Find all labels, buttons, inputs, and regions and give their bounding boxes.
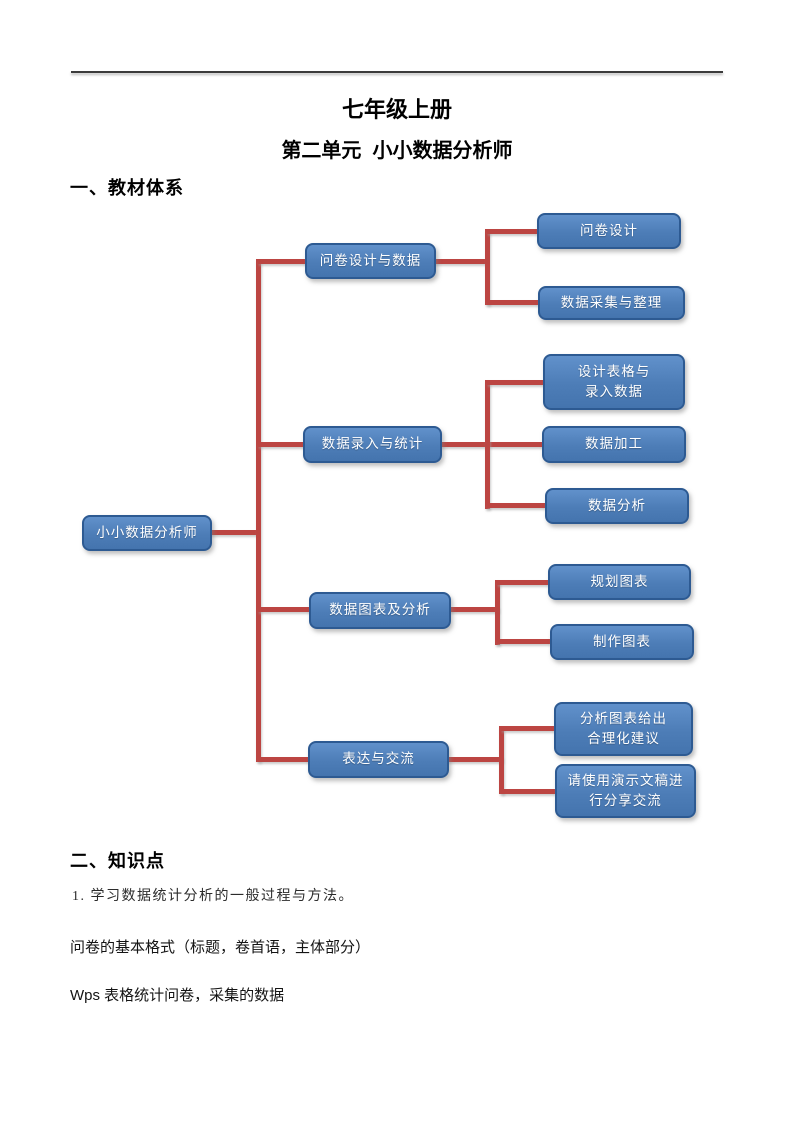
diagram-node-branch-1-child-1: 问卷设计 (537, 213, 681, 249)
diagram-node-branch-3: 数据图表及分析 (309, 592, 451, 629)
connector-branch-1-child-1 (487, 229, 537, 234)
diagram-node-branch-2-child-1: 设计表格与 录入数据 (543, 354, 685, 410)
connector-branch-4-child-2 (501, 789, 555, 794)
connector-branch-1-child-2 (487, 300, 538, 305)
diagram-node-root: 小小数据分析师 (82, 515, 212, 551)
diagram-node-branch-3-child-2: 制作图表 (550, 624, 694, 660)
connector-branch-2-spine (485, 380, 490, 509)
section-heading-textbook-system: 一、教材体系 (70, 178, 184, 198)
diagram-node-branch-4-child-2: 请使用演示文稿进 行分享交流 (555, 764, 696, 818)
diagram-node-branch-2-child-2: 数据加工 (542, 426, 686, 463)
diagram-node-branch-2: 数据录入与统计 (303, 426, 442, 463)
connector-branch-1-out (434, 259, 487, 264)
connector-root-to-trunk (208, 530, 258, 535)
diagram-node-branch-2-child-3: 数据分析 (545, 488, 689, 524)
connector-branch-3-out (449, 607, 499, 612)
page-title: 七年级上册 (341, 97, 452, 122)
knowledge-point-1: 1. 学习数据统计分析的一般过程与方法。 (72, 889, 354, 904)
connector-branch-3-child-2 (497, 639, 550, 644)
diagram-node-branch-4-child-1: 分析图表给出 合理化建议 (554, 702, 693, 756)
connector-branch-2-child-3 (487, 503, 545, 508)
connector-branch-4-child-1 (501, 726, 554, 731)
page-subtitle: 第二单元 小小数据分析师 (281, 140, 513, 162)
connector-trunk-to-branch-4 (258, 757, 310, 762)
connector-trunk-to-branch-2 (258, 442, 306, 447)
connector-branch-3-spine (495, 580, 500, 645)
connector-branch-4-out (447, 757, 503, 762)
connector-trunk (256, 259, 261, 762)
connector-branch-2-out (440, 442, 544, 447)
connector-branch-1-spine (485, 229, 490, 305)
knowledge-point-3: Wps 表格统计问卷，采集的数据 (70, 987, 285, 1004)
section-heading-knowledge-points: 二、知识点 (70, 851, 165, 871)
connector-trunk-to-branch-1 (258, 259, 307, 264)
knowledge-point-2: 问卷的基本格式（标题，卷首语，主体部分） (70, 939, 371, 956)
diagram-node-branch-3-child-1: 规划图表 (548, 564, 691, 600)
connector-branch-3-child-1 (497, 580, 548, 585)
connector-branch-4-spine (499, 726, 504, 794)
connector-branch-2-child-1 (487, 380, 543, 385)
connector-trunk-to-branch-3 (258, 607, 311, 612)
diagram-node-branch-4: 表达与交流 (308, 741, 449, 778)
header-rule (71, 71, 723, 73)
diagram-node-branch-1: 问卷设计与数据 (305, 243, 436, 279)
diagram-node-branch-1-child-2: 数据采集与整理 (538, 286, 685, 320)
